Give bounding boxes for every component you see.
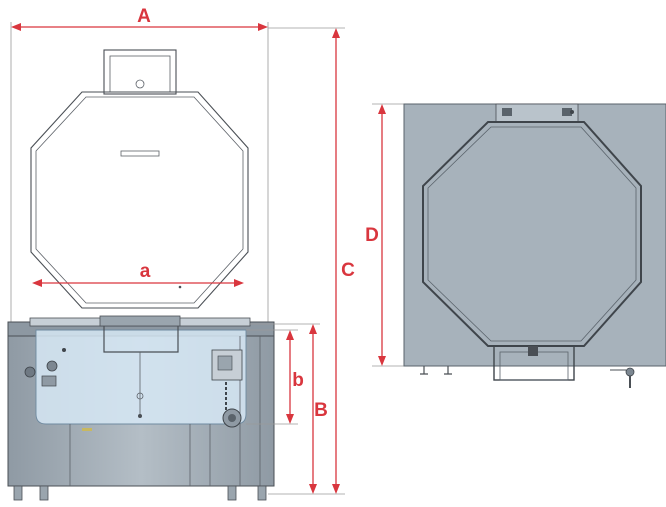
lid-grip (120, 150, 160, 157)
label-a-large: A (137, 6, 151, 27)
top-view-handle (493, 345, 575, 381)
top-view-octagon (422, 121, 642, 347)
label-b-large: B (314, 400, 328, 421)
kettle-body (7, 315, 275, 501)
dimension-a-large: A (11, 6, 268, 31)
dimension-b-large: B (309, 324, 328, 494)
label-a-small: a (140, 261, 151, 282)
dimension-d: D (365, 104, 386, 366)
label-b-small: b (292, 370, 304, 391)
top-view-fittings (420, 366, 635, 388)
dimension-c: C (332, 28, 355, 494)
dimension-b-small: b (286, 330, 304, 424)
top-view: D (365, 103, 666, 388)
label-d: D (365, 225, 379, 246)
label-c: C (341, 260, 355, 281)
octagonal-lid (30, 91, 249, 309)
dimension-a-small: a (32, 261, 244, 287)
front-view: A a C B b (7, 6, 355, 501)
lid-handle (103, 49, 177, 95)
